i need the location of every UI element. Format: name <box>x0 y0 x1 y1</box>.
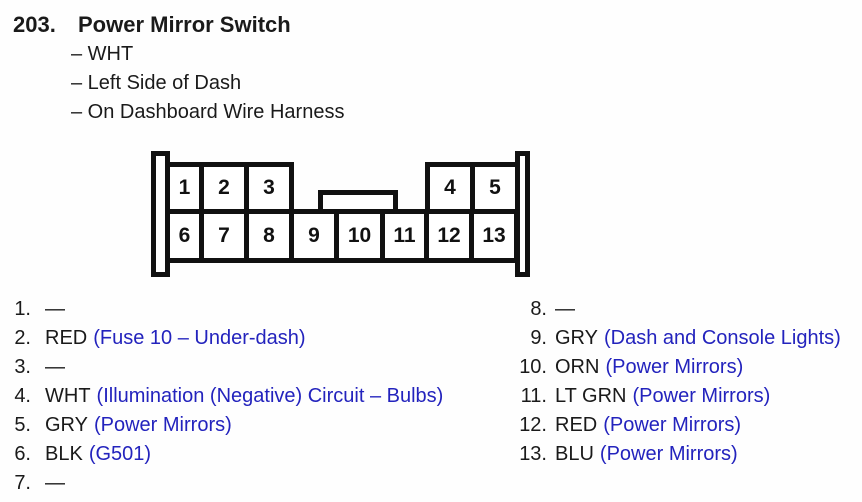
pin-row-10: 10. ORN (Power Mirrors) <box>513 353 841 382</box>
pin-number: 3. <box>14 356 31 378</box>
wire-color: BLK <box>45 443 83 465</box>
pin-number: 10. <box>519 356 547 378</box>
pin-row-3: 3. — <box>1 353 443 382</box>
pin-list-right: 8. — 9. GRY (Dash and Console Lights) 10… <box>513 295 841 469</box>
pin-cell-3: 3 <box>244 162 294 214</box>
wire-color: — <box>45 472 65 494</box>
pin-cell-4: 4 <box>425 162 475 214</box>
wire-color: GRY <box>555 327 598 349</box>
wire-color: ORN <box>555 356 600 378</box>
pin-row-5: 5. GRY (Power Mirrors) <box>1 411 443 440</box>
wire-color: — <box>555 298 575 320</box>
pin-row-12: 12. RED (Power Mirrors) <box>513 411 841 440</box>
pin-number: 6. <box>14 443 31 465</box>
pin-number: 2. <box>14 327 31 349</box>
pin-cell-12: 12 <box>424 209 474 263</box>
connector-top-left-row: 1 2 3 <box>165 162 294 214</box>
pin-number: 1. <box>14 298 31 320</box>
circuit-label: (Power Mirrors) <box>93 414 232 436</box>
circuit-label: (G501) <box>88 443 152 465</box>
pin-row-8: 8. — <box>513 295 841 324</box>
connector-top-right-row: 4 5 <box>425 162 520 214</box>
detail-line: – WHT <box>71 43 134 65</box>
pin-cell-11: 11 <box>380 209 429 263</box>
pin-number: 13. <box>519 443 547 465</box>
connector-diagram: 1 2 3 4 5 6 7 8 9 10 11 12 13 <box>151 150 533 280</box>
detail-line: – Left Side of Dash <box>71 72 242 94</box>
circuit-label: (Power Mirrors) <box>632 385 771 407</box>
pin-number: 8. <box>530 298 547 320</box>
wire-color: RED <box>555 414 598 436</box>
section-number: 203. <box>13 12 56 37</box>
pin-row-2: 2. RED (Fuse 10 – Under-dash) <box>1 324 443 353</box>
wire-color: — <box>45 356 65 378</box>
circuit-label: (Power Mirrors) <box>605 356 744 378</box>
pin-row-7: 7. — <box>1 469 443 498</box>
pin-cell-8: 8 <box>244 209 294 263</box>
pin-row-11: 11. LT GRN (Power Mirrors) <box>513 382 841 411</box>
circuit-label: (Dash and Console Lights) <box>603 327 841 349</box>
pin-row-6: 6. BLK (G501) <box>1 440 443 469</box>
pin-number: 7. <box>14 472 31 494</box>
pin-number: 9. <box>530 327 547 349</box>
wire-color: WHT <box>45 385 91 407</box>
pin-cell-5: 5 <box>470 162 520 214</box>
wire-color: LT GRN <box>555 385 627 407</box>
wire-color: GRY <box>45 414 88 436</box>
connector-bottom-row: 6 7 8 9 10 11 12 13 <box>165 209 519 263</box>
circuit-label: (Fuse 10 – Under-dash) <box>93 327 306 349</box>
pin-cell-10: 10 <box>334 209 385 263</box>
pin-cell-13: 13 <box>469 209 519 263</box>
circuit-label: (Illumination (Negative) Circuit – Bulbs… <box>96 385 444 407</box>
pin-row-1: 1. — <box>1 295 443 324</box>
wire-color: — <box>45 298 65 320</box>
circuit-label: (Power Mirrors) <box>603 414 742 436</box>
pin-row-9: 9. GRY (Dash and Console Lights) <box>513 324 841 353</box>
pin-number: 12. <box>519 414 547 436</box>
pin-row-4: 4. WHT (Illumination (Negative) Circuit … <box>1 382 443 411</box>
connector-details: – WHT – Left Side of Dash – On Dashboard… <box>71 40 344 127</box>
pin-number: 4. <box>14 385 31 407</box>
section-title: Power Mirror Switch <box>78 12 291 37</box>
pin-number: 5. <box>14 414 31 436</box>
detail-line: – On Dashboard Wire Harness <box>71 101 345 123</box>
pin-row-13: 13. BLU (Power Mirrors) <box>513 440 841 469</box>
pin-list-left: 1. — 2. RED (Fuse 10 – Under-dash) 3. — … <box>1 295 443 498</box>
pin-number: 11. <box>520 385 547 407</box>
page-title: 203. Power Mirror Switch <box>13 12 291 38</box>
circuit-label: (Power Mirrors) <box>599 443 738 465</box>
pin-cell-2: 2 <box>199 162 249 214</box>
pin-cell-7: 7 <box>199 209 249 263</box>
wire-color: BLU <box>555 443 594 465</box>
pin-cell-9: 9 <box>289 209 339 263</box>
wire-color: RED <box>45 327 88 349</box>
